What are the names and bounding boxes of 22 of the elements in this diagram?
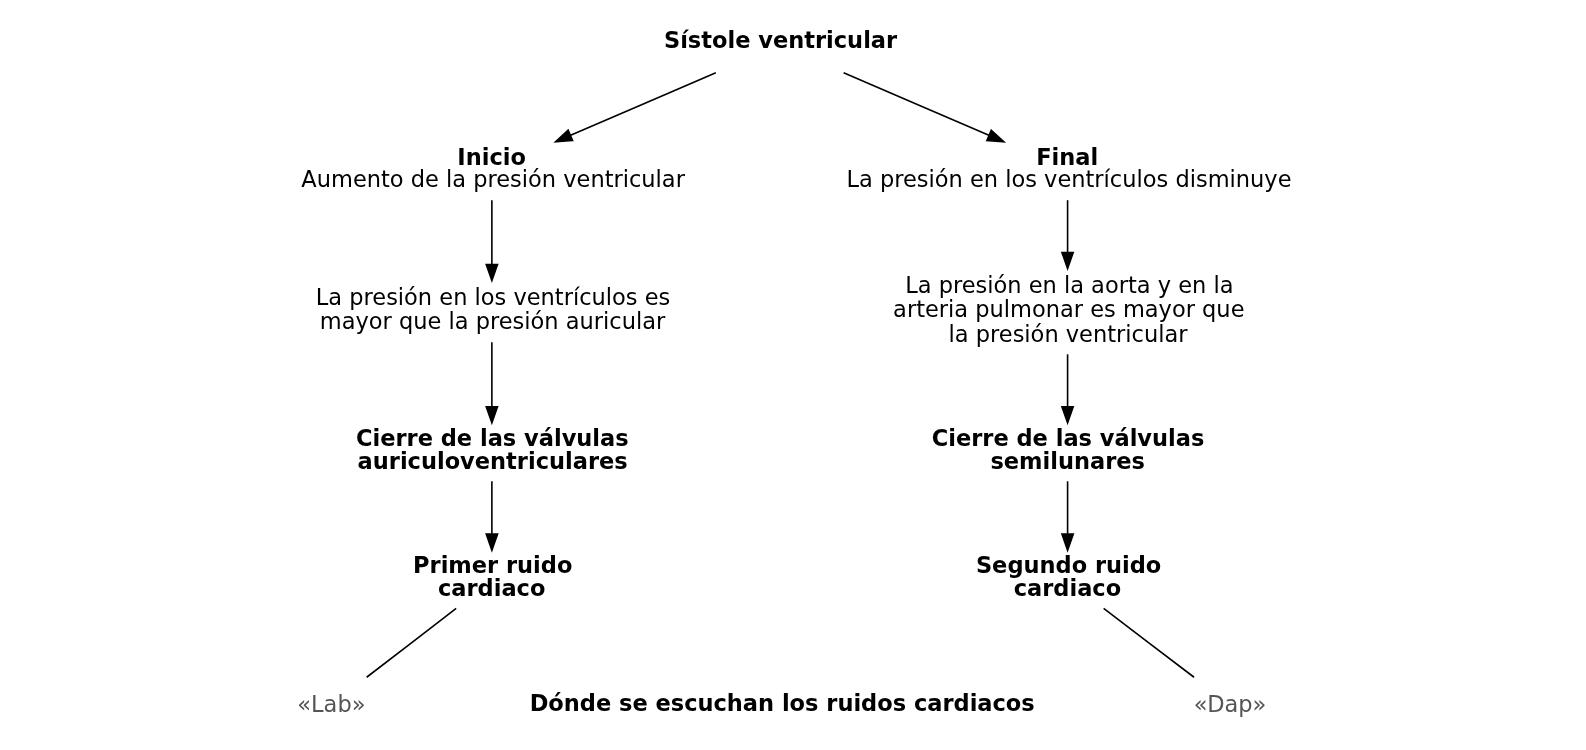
node-text: Final La presión en los ventrículos disminuye xyxy=(846,143,1292,193)
node-text: Cierre de las válvulas semilunares xyxy=(931,425,1205,474)
node-text: Segundo ruido cardiaco xyxy=(975,552,1162,601)
node-text: Primer ruido cardiaco xyxy=(413,552,573,601)
node-text: «Dap» xyxy=(1193,691,1267,718)
arrow xyxy=(1060,199,1075,271)
arrow xyxy=(842,72,1007,143)
node-text: Inicio Aumento de la presión ventricular xyxy=(301,143,685,193)
connector xyxy=(1102,607,1195,679)
node-text: Sístole ventricular xyxy=(663,27,898,54)
arrow xyxy=(553,72,717,143)
node-text: La presión en los ventrículos es mayor que la presión auricular xyxy=(315,284,671,335)
label: Dónde se escuchan los ruidos cardiacos xyxy=(529,689,1035,716)
arrow xyxy=(1060,353,1075,426)
arrow xyxy=(1060,480,1075,553)
arrow xyxy=(485,341,499,426)
arrow xyxy=(485,199,499,284)
arrow xyxy=(485,480,499,553)
node-text: La presión en la aorta y en la arteria pulmonar es mayor que la presión ventricular xyxy=(893,272,1245,347)
node-text: «Lab» xyxy=(297,691,366,718)
connector xyxy=(365,607,457,679)
node-text: Cierre de las válvulas auriculoventriculares xyxy=(355,425,629,474)
